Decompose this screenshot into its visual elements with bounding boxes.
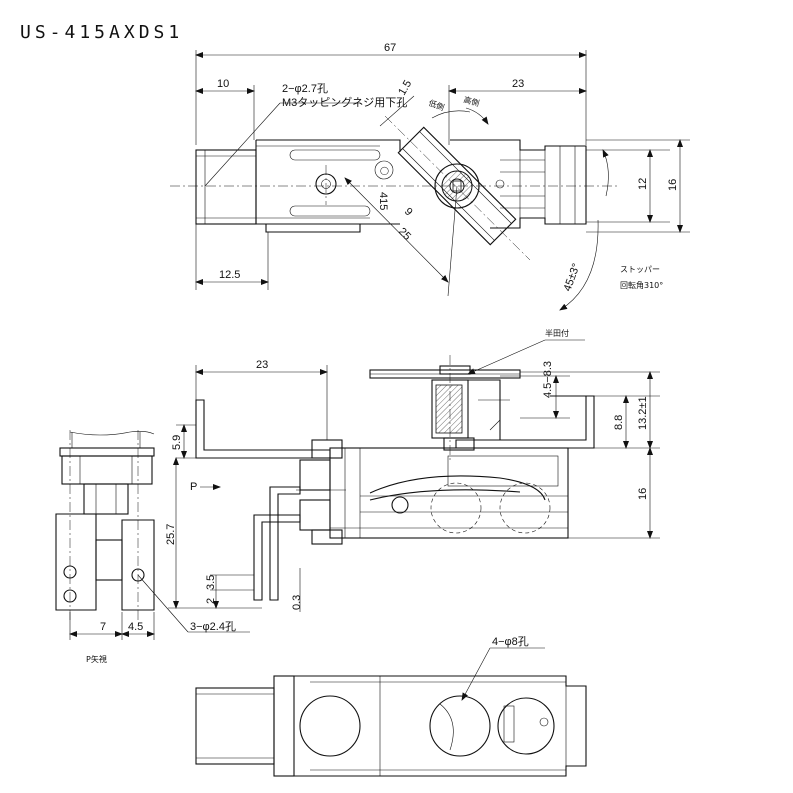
- dim-overall: 67: [384, 42, 396, 54]
- dim-3-5: 3.5: [205, 575, 217, 590]
- mark-omron: ◯: [380, 166, 389, 175]
- label-rotation: 回転角310°: [620, 280, 663, 290]
- dim-16-front: 16: [637, 488, 649, 500]
- hole-note-1: 2−φ2.7孔: [282, 82, 328, 95]
- hole-note-2: M3タッピングネジ用下孔: [282, 95, 407, 109]
- part-marking: 415: [377, 192, 389, 210]
- dim-angle: 45±3°: [562, 262, 583, 293]
- label-stopper: ストッパー: [620, 265, 660, 274]
- side-hole-note: 3−φ2.4孔: [190, 620, 236, 633]
- dim-1-5: 1.5: [396, 78, 414, 97]
- side-view: 7 4.5 3−φ2.4孔 P矢視: [55, 430, 250, 664]
- dim-0-3: 0.3: [291, 595, 303, 610]
- front-view: 23: [165, 328, 660, 612]
- dim-7: 7: [100, 621, 106, 633]
- dim-25-7: 25.7: [165, 524, 177, 545]
- dim-5-9: 5.9: [171, 435, 183, 450]
- dim-4-5: 4.5: [128, 621, 143, 633]
- side-caption: P矢視: [86, 654, 107, 664]
- label-high-side: 高側: [462, 94, 480, 108]
- dim-13-2: 13.2±1: [637, 396, 649, 430]
- dim-right: 23: [512, 78, 524, 90]
- top-view: 67 10 23 ◯ 415: [170, 42, 690, 311]
- dim-12: 12: [637, 178, 649, 190]
- dim-23: 23: [256, 359, 268, 371]
- bottom-view: 4−φ8孔: [195, 635, 587, 777]
- dim-8-8: 8.8: [613, 415, 625, 430]
- label-p: P: [190, 481, 197, 493]
- dim-4-5-8-3: 4.5−8.3: [542, 361, 554, 398]
- bottom-hole-note: 4−φ8孔: [492, 635, 529, 648]
- dim-16: 16: [667, 179, 679, 191]
- dim-9: 9: [402, 206, 415, 219]
- label-low-side: 低側: [427, 97, 445, 112]
- dim-2: 2: [205, 598, 217, 604]
- label-solder: 半田付: [545, 328, 569, 338]
- dim-left: 10: [217, 78, 229, 90]
- dim-25: 25: [396, 226, 413, 243]
- dim-bottom-left: 12.5: [219, 269, 240, 281]
- drawing-title: US-415AXDS1: [20, 22, 183, 43]
